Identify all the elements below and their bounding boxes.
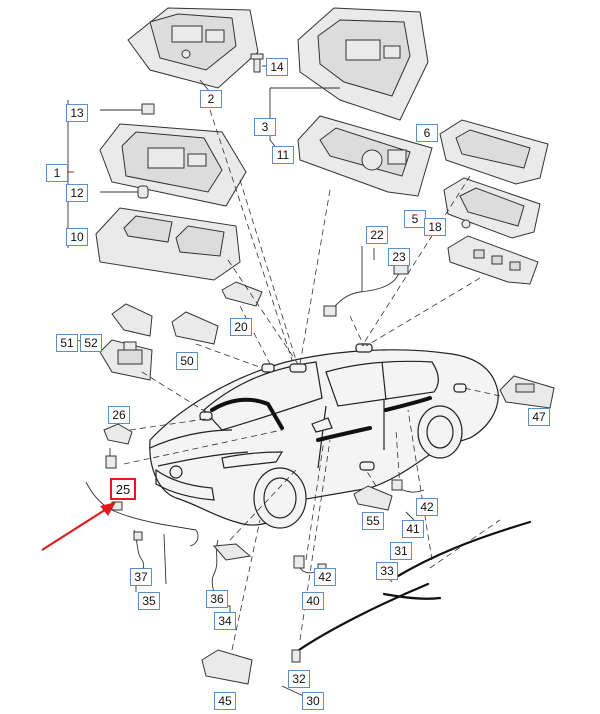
part-10-panel <box>95 207 241 281</box>
callout-35[interactable]: 35 <box>138 592 160 610</box>
highlight-arrow <box>41 502 116 551</box>
callout-42-upper[interactable]: 42 <box>416 498 438 516</box>
callout-37[interactable]: 37 <box>130 568 152 586</box>
part-30-strip <box>294 582 430 654</box>
callout-34[interactable]: 34 <box>214 612 236 630</box>
part-12-bulb <box>100 185 149 199</box>
callout-18[interactable]: 18 <box>424 218 446 236</box>
part-45-module <box>201 649 253 685</box>
rear-lamp <box>453 383 467 393</box>
callout-40[interactable]: 40 <box>302 592 324 610</box>
part-51-module <box>99 303 153 381</box>
callout-3[interactable]: 3 <box>254 118 276 136</box>
callout-6[interactable]: 6 <box>416 124 438 142</box>
part-32-clip <box>291 649 301 663</box>
callout-42-lower[interactable]: 42 <box>314 568 336 586</box>
part-5-lamp <box>443 177 541 239</box>
callout-26[interactable]: 26 <box>108 406 130 424</box>
callout-55[interactable]: 55 <box>362 512 384 530</box>
part-20-module <box>221 281 263 307</box>
callout-13[interactable]: 13 <box>66 104 88 122</box>
part-5-lens <box>447 235 539 285</box>
callout-52[interactable]: 52 <box>80 334 102 352</box>
part-31-strip <box>396 520 532 578</box>
callout-50[interactable]: 50 <box>176 352 198 370</box>
sill-lamp <box>359 461 375 471</box>
callout-32[interactable]: 32 <box>288 670 310 688</box>
roof-lamp-b <box>355 343 373 353</box>
callout-25-highlighted[interactable]: 25 <box>110 478 136 500</box>
part-11-panel <box>297 115 433 197</box>
callout-20[interactable]: 20 <box>230 318 252 336</box>
strip-windshield <box>210 397 284 430</box>
strip-door-front <box>316 426 372 442</box>
part-13-clip <box>100 103 155 115</box>
part-14-screw <box>250 53 266 73</box>
part-2-roof-console <box>127 7 259 93</box>
strip-door-rear <box>384 396 432 412</box>
part-47-sensor <box>499 375 555 409</box>
roof-lamp-a <box>289 363 307 373</box>
callout-1[interactable]: 1 <box>46 164 68 182</box>
callout-10[interactable]: 10 <box>66 228 88 246</box>
part-36-harness <box>211 539 219 595</box>
callout-2[interactable]: 2 <box>200 90 222 108</box>
callout-33[interactable]: 33 <box>376 562 398 580</box>
callout-30[interactable]: 30 <box>302 692 324 710</box>
part-50-box <box>171 311 219 345</box>
roof-lamp-c <box>261 363 275 373</box>
callout-47[interactable]: 47 <box>528 408 550 426</box>
callout-31[interactable]: 31 <box>390 542 412 560</box>
callout-11[interactable]: 11 <box>272 146 294 164</box>
part-41-plug <box>391 479 425 493</box>
callout-22[interactable]: 22 <box>366 226 388 244</box>
part-26-bracket <box>103 423 133 469</box>
callout-5[interactable]: 5 <box>404 210 426 228</box>
part-55-module <box>353 485 393 511</box>
front-lamp <box>199 411 213 421</box>
callout-45[interactable]: 45 <box>214 692 236 710</box>
callout-12[interactable]: 12 <box>66 184 88 202</box>
part-6-light-module <box>439 119 549 185</box>
callout-14[interactable]: 14 <box>266 58 288 76</box>
part-33-strip <box>382 592 442 600</box>
callout-51[interactable]: 51 <box>56 334 78 352</box>
callout-36[interactable]: 36 <box>206 590 228 608</box>
callout-23[interactable]: 23 <box>388 248 410 266</box>
part-1-front-console <box>99 123 247 207</box>
callout-41[interactable]: 41 <box>402 520 424 538</box>
part-3-roof-module <box>297 7 429 121</box>
